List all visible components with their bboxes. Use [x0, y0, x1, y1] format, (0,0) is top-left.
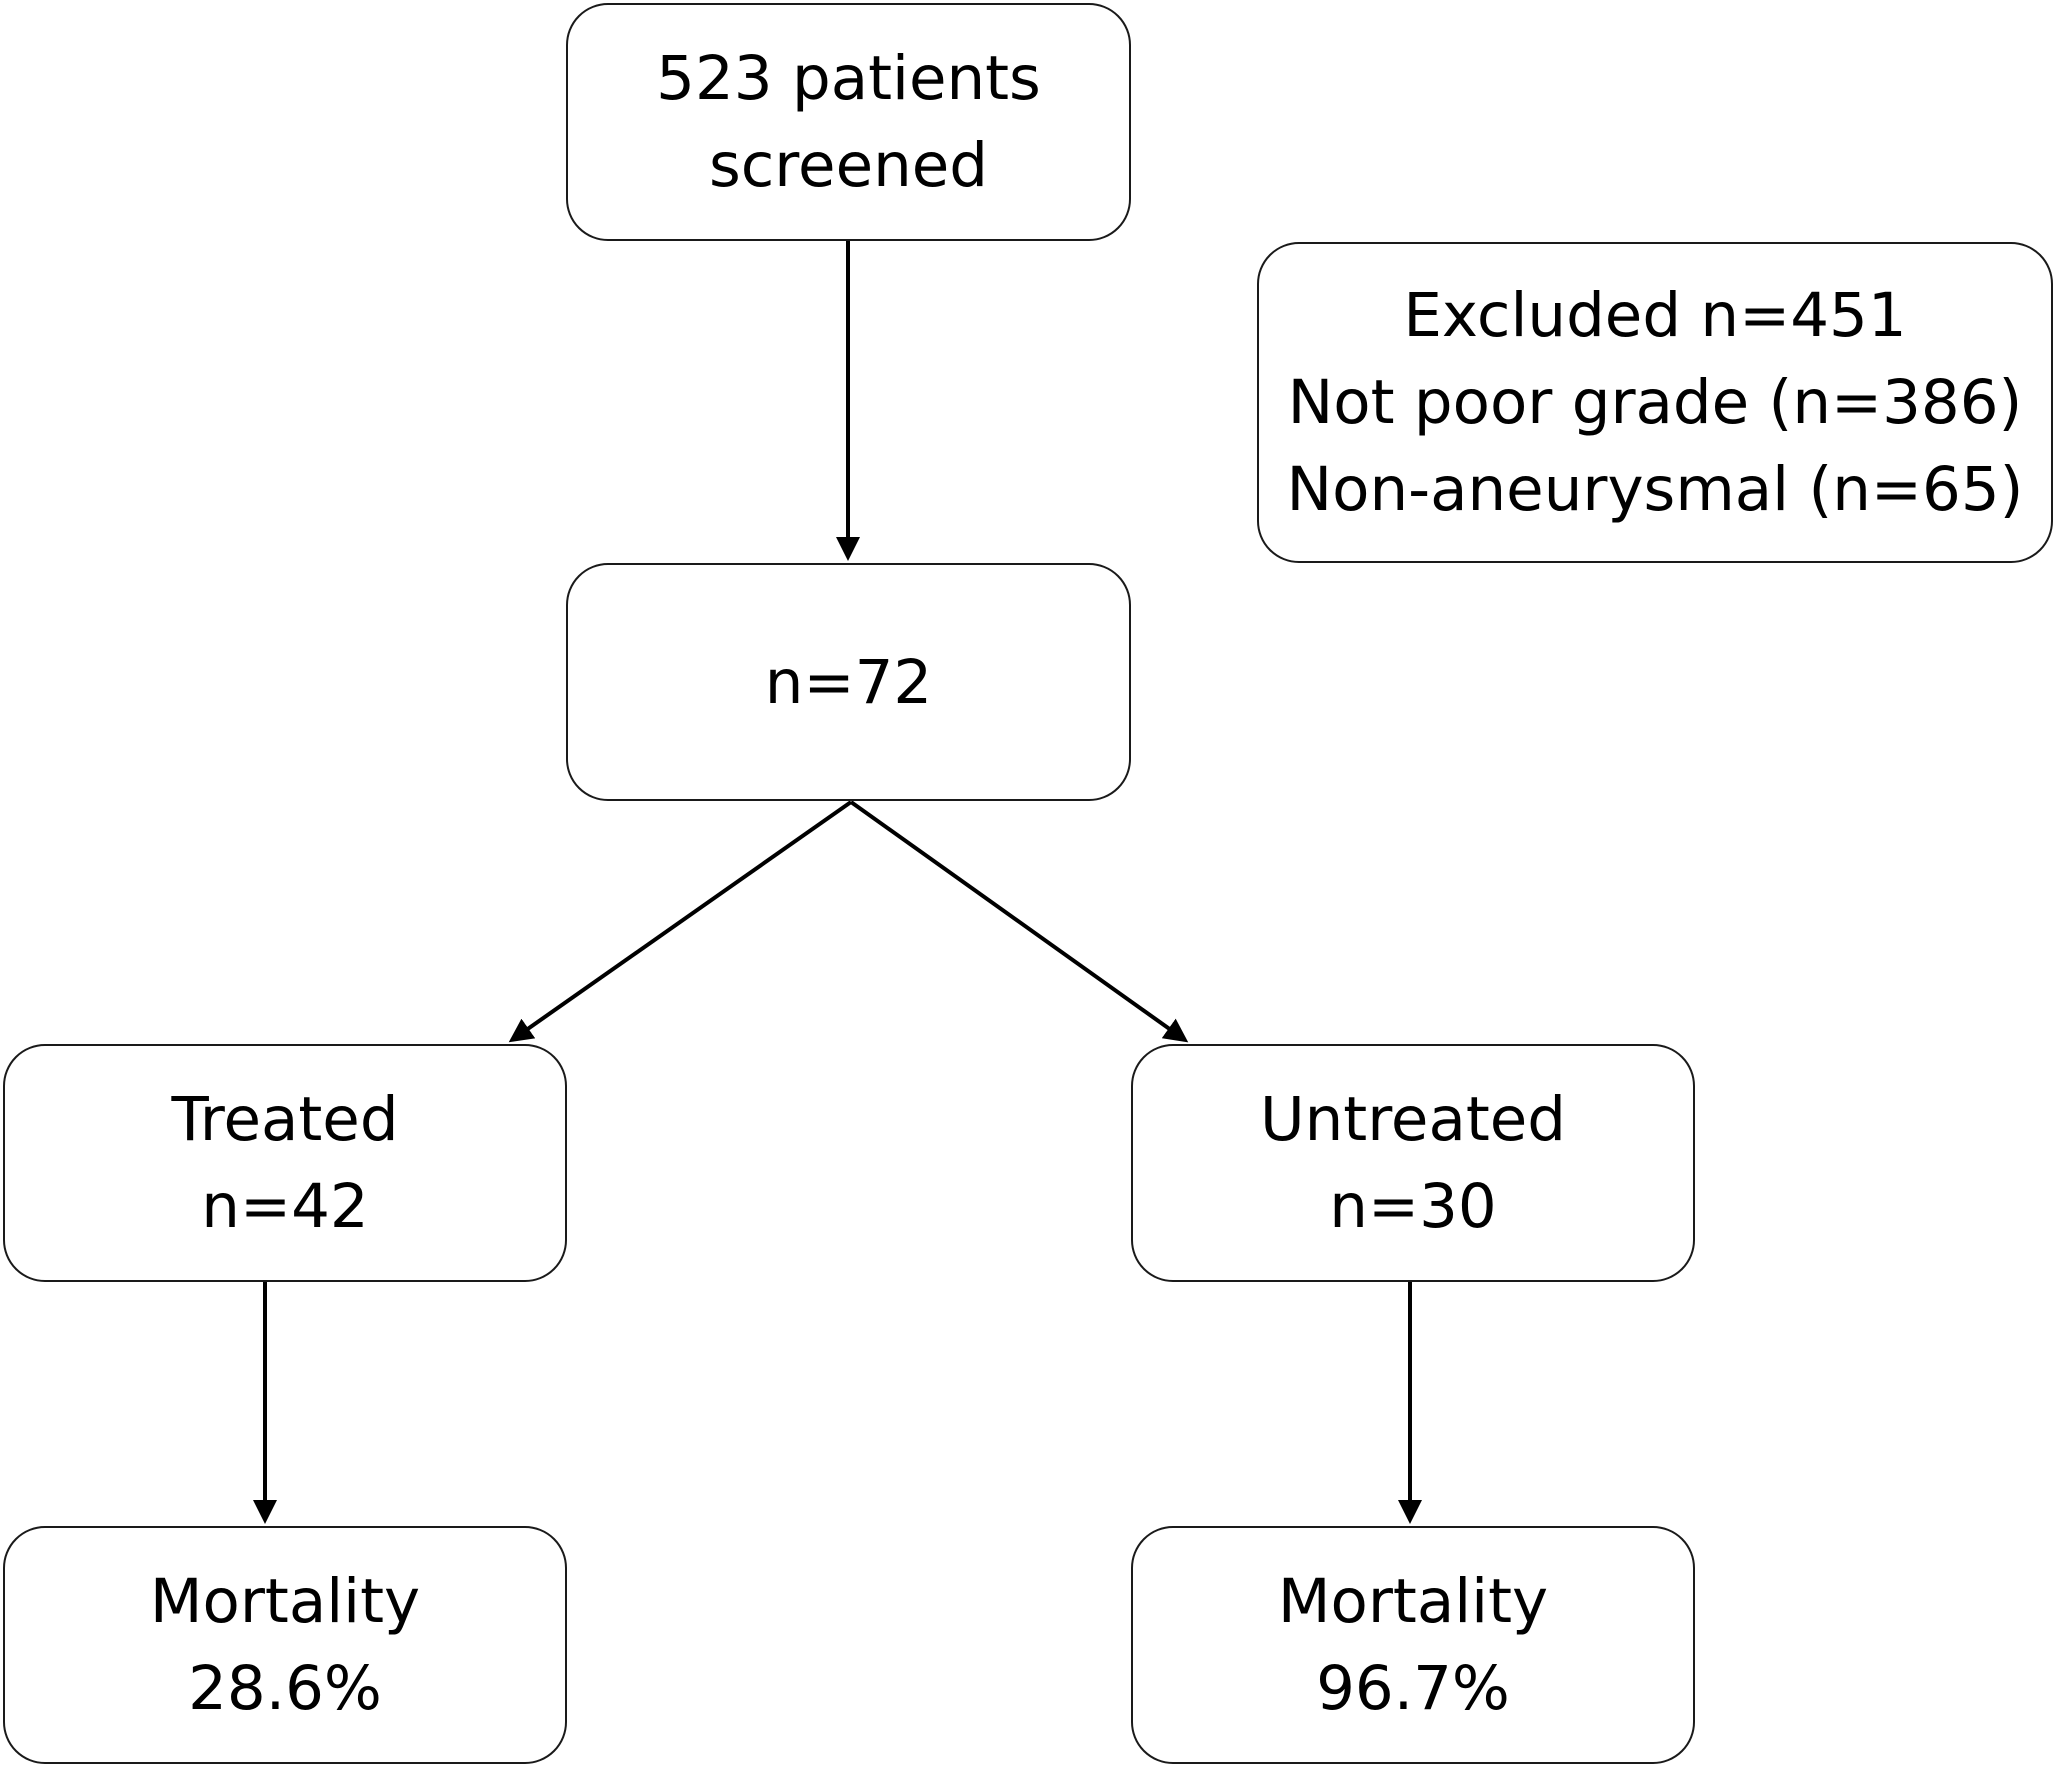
screened-line-2: screened: [708, 130, 989, 201]
eligible-box: n=72: [566, 563, 1131, 801]
arrow-eligible-to-untreated: [849, 800, 1189, 1043]
screened-box: 523 patients screened: [566, 3, 1131, 241]
treated-count: n=42: [201, 1171, 369, 1242]
screened-line-1: 523 patients: [656, 43, 1041, 114]
untreated-mortality-value: 96.7%: [1316, 1653, 1510, 1724]
treated-box: Treated n=42: [3, 1044, 567, 1282]
untreated-label: Untreated: [1259, 1084, 1567, 1155]
excluded-not-poor-grade: Not poor grade (n=386): [1287, 367, 2023, 438]
excluded-non-aneurysmal: Non-aneurysmal (n=65): [1286, 454, 2024, 525]
untreated-count: n=30: [1329, 1171, 1497, 1242]
treated-label: Treated: [171, 1084, 399, 1155]
treated-mortality-label: Mortality: [149, 1566, 421, 1637]
untreated-mortality-box: Mortality 96.7%: [1131, 1526, 1695, 1764]
arrow-eligible-to-treated: [508, 800, 853, 1043]
untreated-box: Untreated n=30: [1131, 1044, 1695, 1282]
untreated-mortality-label: Mortality: [1277, 1566, 1549, 1637]
excluded-box: Excluded n=451 Not poor grade (n=386) No…: [1257, 242, 2053, 563]
excluded-total: Excluded n=451: [1403, 280, 1907, 351]
treated-mortality-box: Mortality 28.6%: [3, 1526, 567, 1764]
eligible-count: n=72: [764, 646, 933, 718]
treated-mortality-value: 28.6%: [188, 1653, 382, 1724]
